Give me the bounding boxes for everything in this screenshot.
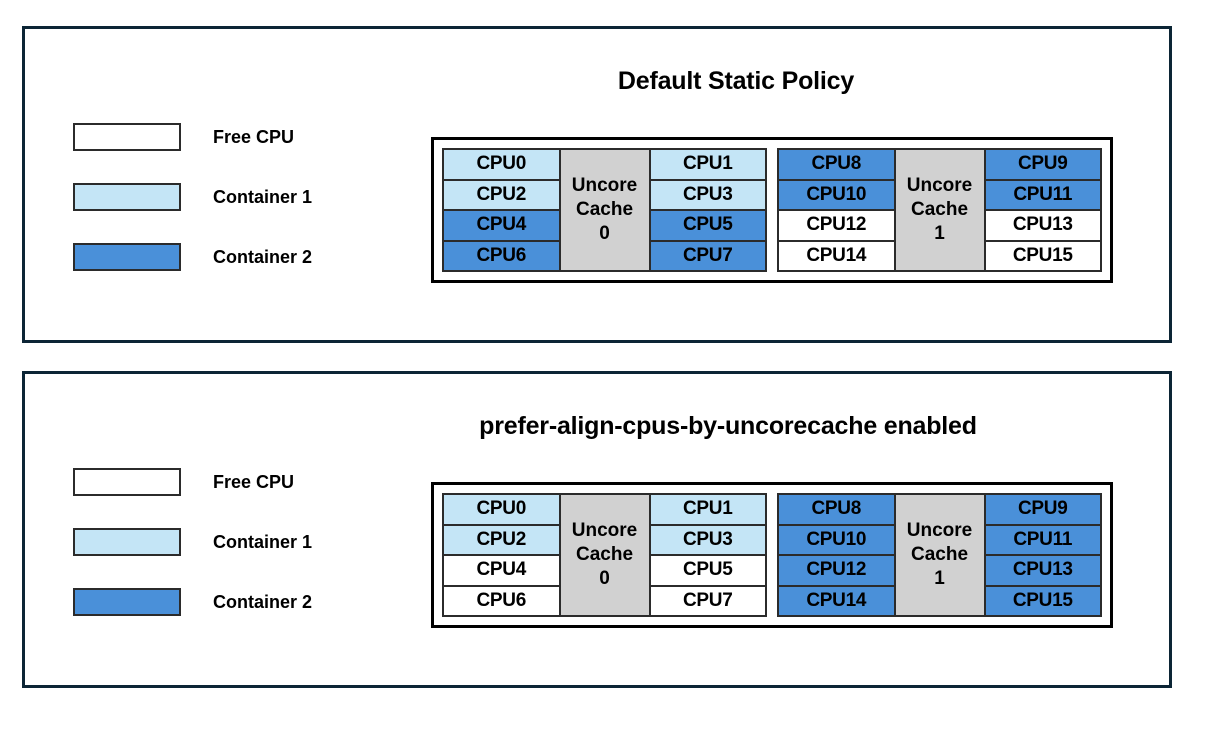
cpu-cell: CPU8 [779, 150, 894, 181]
cpu-cell: CPU12 [779, 556, 894, 587]
cpu-cell: CPU3 [650, 180, 765, 211]
cpu-cell: CPU5 [650, 211, 765, 242]
cpu-cell: CPU2 [444, 525, 559, 556]
cpu-cell: CPU12 [779, 211, 894, 242]
uncore-cache-index: 0 [599, 222, 610, 244]
cpu-cell: CPU4 [444, 556, 559, 587]
cpu-cell: CPU14 [779, 586, 894, 615]
cache-group-1: CPU8 CPU10 CPU12 CPU14 Uncore Cache 1 CP… [777, 493, 1102, 617]
cpu-cell: CPU11 [985, 525, 1100, 556]
cache-group-0: CPU0 CPU2 CPU4 CPU6 Uncore Cache 0 CPU1 … [442, 148, 767, 272]
legend-default-static-policy: Free CPU Container 1 Container 2 [73, 107, 312, 287]
legend-item-free-cpu: Free CPU [73, 107, 312, 167]
uncore-cache-line-2: Cache [910, 544, 969, 566]
cpu-cell: CPU10 [779, 180, 894, 211]
cpu-cell: CPU7 [650, 241, 765, 270]
cpu-cell: CPU15 [985, 586, 1100, 615]
cpu-cell: CPU8 [779, 495, 894, 526]
panel-prefer-align-cpus-by-uncorecache: prefer-align-cpus-by-uncorecache enabled… [22, 371, 1172, 688]
legend-label-container-2: Container 2 [213, 246, 313, 267]
uncore-cache-label: Uncore Cache 1 [893, 150, 986, 270]
cpu-cell: CPU6 [444, 241, 559, 270]
page-title: prefer-align-cpus-by-uncorecache enabled [479, 412, 977, 440]
uncore-cache-label: Uncore Cache 1 [893, 495, 986, 615]
cpu-cell: CPU13 [985, 211, 1100, 242]
legend-swatch-container-1 [73, 183, 181, 211]
cache-group-1: CPU8 CPU10 CPU12 CPU14 Uncore Cache 1 CP… [777, 148, 1102, 272]
cpu-column-left: CPU8 CPU10 CPU12 CPU14 [779, 150, 894, 270]
uncore-cache-line-1: Uncore [571, 175, 638, 197]
cpu-cell: CPU10 [779, 525, 894, 556]
cpu-column-right: CPU1 CPU3 CPU5 CPU7 [650, 150, 765, 270]
uncore-cache-line-1: Uncore [906, 175, 973, 197]
legend-swatch-container-2 [73, 588, 181, 616]
cpu-cell: CPU0 [444, 150, 559, 181]
uncore-cache-label: Uncore Cache 0 [558, 150, 651, 270]
cpu-cell: CPU2 [444, 180, 559, 211]
cpu-topology-table: CPU0 CPU2 CPU4 CPU6 Uncore Cache 0 CPU1 … [431, 482, 1113, 628]
legend-swatch-free-cpu [73, 468, 181, 496]
legend-label-container-1: Container 1 [213, 531, 313, 552]
uncore-cache-line-2: Cache [910, 199, 969, 221]
uncore-cache-index: 1 [934, 567, 945, 589]
cpu-column-right: CPU9 CPU11 CPU13 CPU15 [985, 495, 1100, 615]
legend-swatch-container-2 [73, 243, 181, 271]
legend-item-container-2: Container 2 [73, 572, 312, 632]
uncore-cache-line-1: Uncore [571, 520, 638, 542]
cpu-column-right: CPU9 CPU11 CPU13 CPU15 [985, 150, 1100, 270]
uncore-cache-line-1: Uncore [906, 520, 973, 542]
cpu-cell: CPU6 [444, 586, 559, 615]
legend-item-free-cpu: Free CPU [73, 452, 312, 512]
cache-group-0: CPU0 CPU2 CPU4 CPU6 Uncore Cache 0 CPU1 … [442, 493, 767, 617]
cpu-cell: CPU13 [985, 556, 1100, 587]
legend-swatch-container-1 [73, 528, 181, 556]
cpu-cell: CPU9 [985, 495, 1100, 526]
cpu-cell: CPU7 [650, 586, 765, 615]
uncore-cache-line-2: Cache [575, 544, 634, 566]
legend-label-free-cpu: Free CPU [213, 126, 295, 147]
cpu-column-left: CPU0 CPU2 CPU4 CPU6 [444, 150, 559, 270]
cpu-column-right: CPU1 CPU3 CPU5 CPU7 [650, 495, 765, 615]
cpu-cell: CPU0 [444, 495, 559, 526]
legend-item-container-2: Container 2 [73, 227, 312, 287]
uncore-cache-index: 1 [934, 222, 945, 244]
legend-swatch-free-cpu [73, 123, 181, 151]
cpu-cell: CPU15 [985, 241, 1100, 270]
legend-label-container-1: Container 1 [213, 186, 313, 207]
cpu-cell: CPU1 [650, 150, 765, 181]
cpu-cell: CPU4 [444, 211, 559, 242]
cpu-cell: CPU9 [985, 150, 1100, 181]
panel-default-static-policy: Default Static Policy Free CPU Container… [22, 26, 1172, 343]
legend-label-container-2: Container 2 [213, 591, 313, 612]
uncore-cache-label: Uncore Cache 0 [558, 495, 651, 615]
cpu-cell: CPU14 [779, 241, 894, 270]
cpu-cell: CPU3 [650, 525, 765, 556]
cpu-cell: CPU1 [650, 495, 765, 526]
cpu-column-left: CPU8 CPU10 CPU12 CPU14 [779, 495, 894, 615]
uncore-cache-index: 0 [599, 567, 610, 589]
cpu-cell: CPU11 [985, 180, 1100, 211]
page-title: Default Static Policy [617, 67, 855, 95]
legend-item-container-1: Container 1 [73, 512, 312, 572]
uncore-cache-line-2: Cache [575, 199, 634, 221]
legend-label-free-cpu: Free CPU [213, 471, 295, 492]
legend-prefer-align-cpus-by-uncorecache: Free CPU Container 1 Container 2 [73, 452, 312, 632]
cpu-cell: CPU5 [650, 556, 765, 587]
cpu-topology-table: CPU0 CPU2 CPU4 CPU6 Uncore Cache 0 CPU1 … [431, 137, 1113, 283]
cpu-column-left: CPU0 CPU2 CPU4 CPU6 [444, 495, 559, 615]
legend-item-container-1: Container 1 [73, 167, 312, 227]
